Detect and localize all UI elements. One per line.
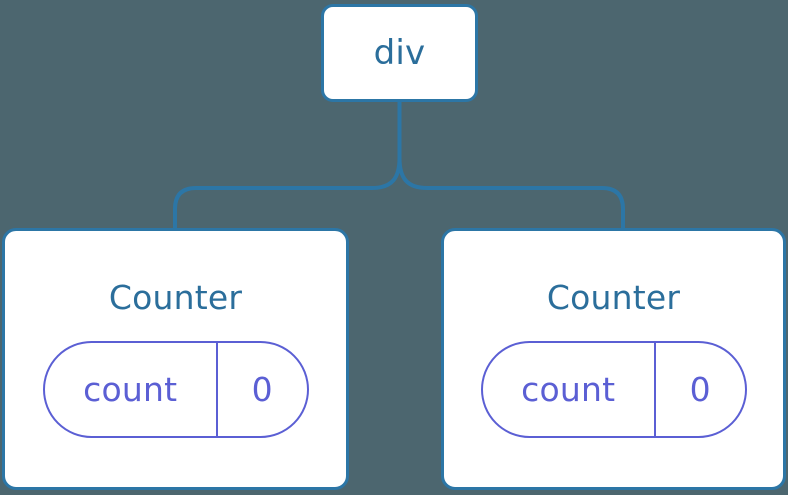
state-key-cell-right: count bbox=[483, 343, 654, 436]
state-value-cell-left: 0 bbox=[215, 343, 307, 436]
state-value-cell-right: 0 bbox=[653, 343, 745, 436]
node-counter-right[interactable]: Counter count 0 bbox=[441, 228, 786, 490]
connector-branch-right bbox=[397, 157, 625, 230]
node-counter-left[interactable]: Counter count 0 bbox=[2, 228, 349, 490]
state-key-left: count bbox=[83, 370, 178, 409]
connector-branch-left bbox=[173, 157, 402, 230]
state-pill-left[interactable]: count 0 bbox=[42, 341, 309, 438]
node-counter-right-label: Counter bbox=[546, 278, 681, 317]
node-root-label: div bbox=[373, 33, 426, 73]
state-pill-right[interactable]: count 0 bbox=[480, 341, 747, 438]
state-key-cell-left: count bbox=[45, 343, 216, 436]
state-value-right: 0 bbox=[689, 370, 711, 409]
state-value-left: 0 bbox=[251, 370, 273, 409]
node-counter-left-label: Counter bbox=[108, 278, 243, 317]
node-root-div[interactable]: div bbox=[321, 4, 478, 102]
state-key-right: count bbox=[521, 370, 616, 409]
